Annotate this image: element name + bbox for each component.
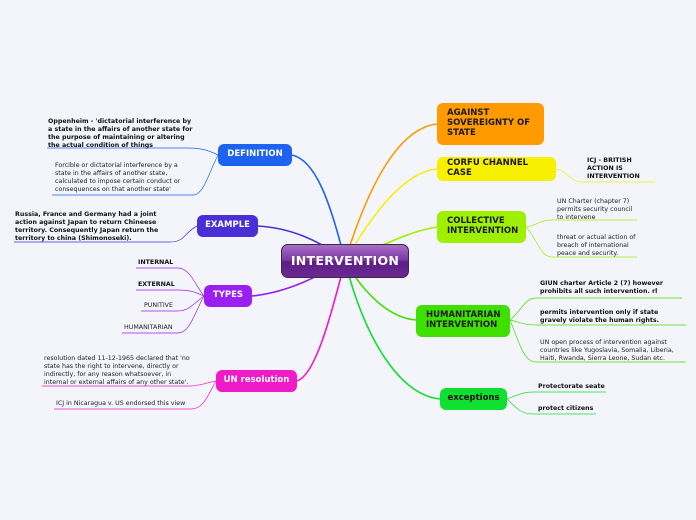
leaf-types-humanitarian: HUMANITARIAN bbox=[124, 324, 173, 331]
leaf-types-internal: INTERNAL bbox=[138, 259, 174, 266]
link-against bbox=[344, 123, 438, 262]
leaf-humanitarian-article: GIUN charter Article 2 (7) however prohi… bbox=[540, 280, 664, 295]
leaf-types-external: EXTERNAL bbox=[138, 281, 175, 288]
leaf-un-resolution-nicaragua: ICJ in Nicaragua v. US endorsed this vie… bbox=[56, 400, 186, 407]
leaf-definition-forcible: Forcible or dictatorial interference by … bbox=[55, 162, 181, 193]
branch-definition[interactable]: DEFINITION bbox=[218, 144, 292, 166]
branch-exceptions[interactable]: exceptions bbox=[440, 388, 507, 410]
leaf-humanitarian-un-process: UN open process of intervention against … bbox=[540, 339, 674, 362]
link-un-resolution bbox=[296, 260, 346, 382]
link-exceptions bbox=[344, 260, 441, 400]
leaf-exceptions-protect-citizens: protect citizens bbox=[538, 405, 594, 412]
branch-humanitarian[interactable]: HUMANITARIAN INTERVENTION bbox=[416, 305, 510, 337]
leaf-corfu-icj: ICJ - BRITISH ACTION IS INTERVENTION bbox=[587, 157, 640, 180]
branch-against-sovereignty[interactable]: AGAINST SOVEREIGNTY OF STATE bbox=[437, 103, 544, 145]
link-definition bbox=[291, 154, 346, 262]
branch-example[interactable]: EXAMPLE bbox=[197, 215, 258, 237]
branch-corfu-channel[interactable]: CORFU CHANNEL CASE bbox=[437, 157, 556, 181]
branch-types[interactable]: TYPES bbox=[204, 285, 252, 307]
leaf-humanitarian-permits: permits intervention only if state grave… bbox=[540, 309, 659, 324]
branch-collective[interactable]: COLLECTIVE INTERVENTION bbox=[437, 211, 526, 243]
leaf-types-punitive: PUNITIVE bbox=[144, 302, 173, 309]
branch-un-resolution[interactable]: UN resolution bbox=[216, 370, 297, 392]
leaf-example-shimonoseki: Russia, France and Germany had a joint a… bbox=[15, 211, 159, 242]
leaf-un-resolution-1965: resolution dated 11-12-1965 declared tha… bbox=[44, 355, 190, 386]
leaf-collective-charter: UN Charter (chapter 7) permits security … bbox=[557, 198, 633, 221]
leaf-collective-threat: threat or actual action of breach of int… bbox=[557, 234, 636, 257]
leaf-definition-oppenheim: Oppenheim - 'dictatorial interference by… bbox=[48, 118, 193, 149]
leaf-exceptions-protectorate: Protectorate seate bbox=[538, 383, 605, 390]
central-topic[interactable]: INTERVENTION bbox=[281, 244, 409, 278]
